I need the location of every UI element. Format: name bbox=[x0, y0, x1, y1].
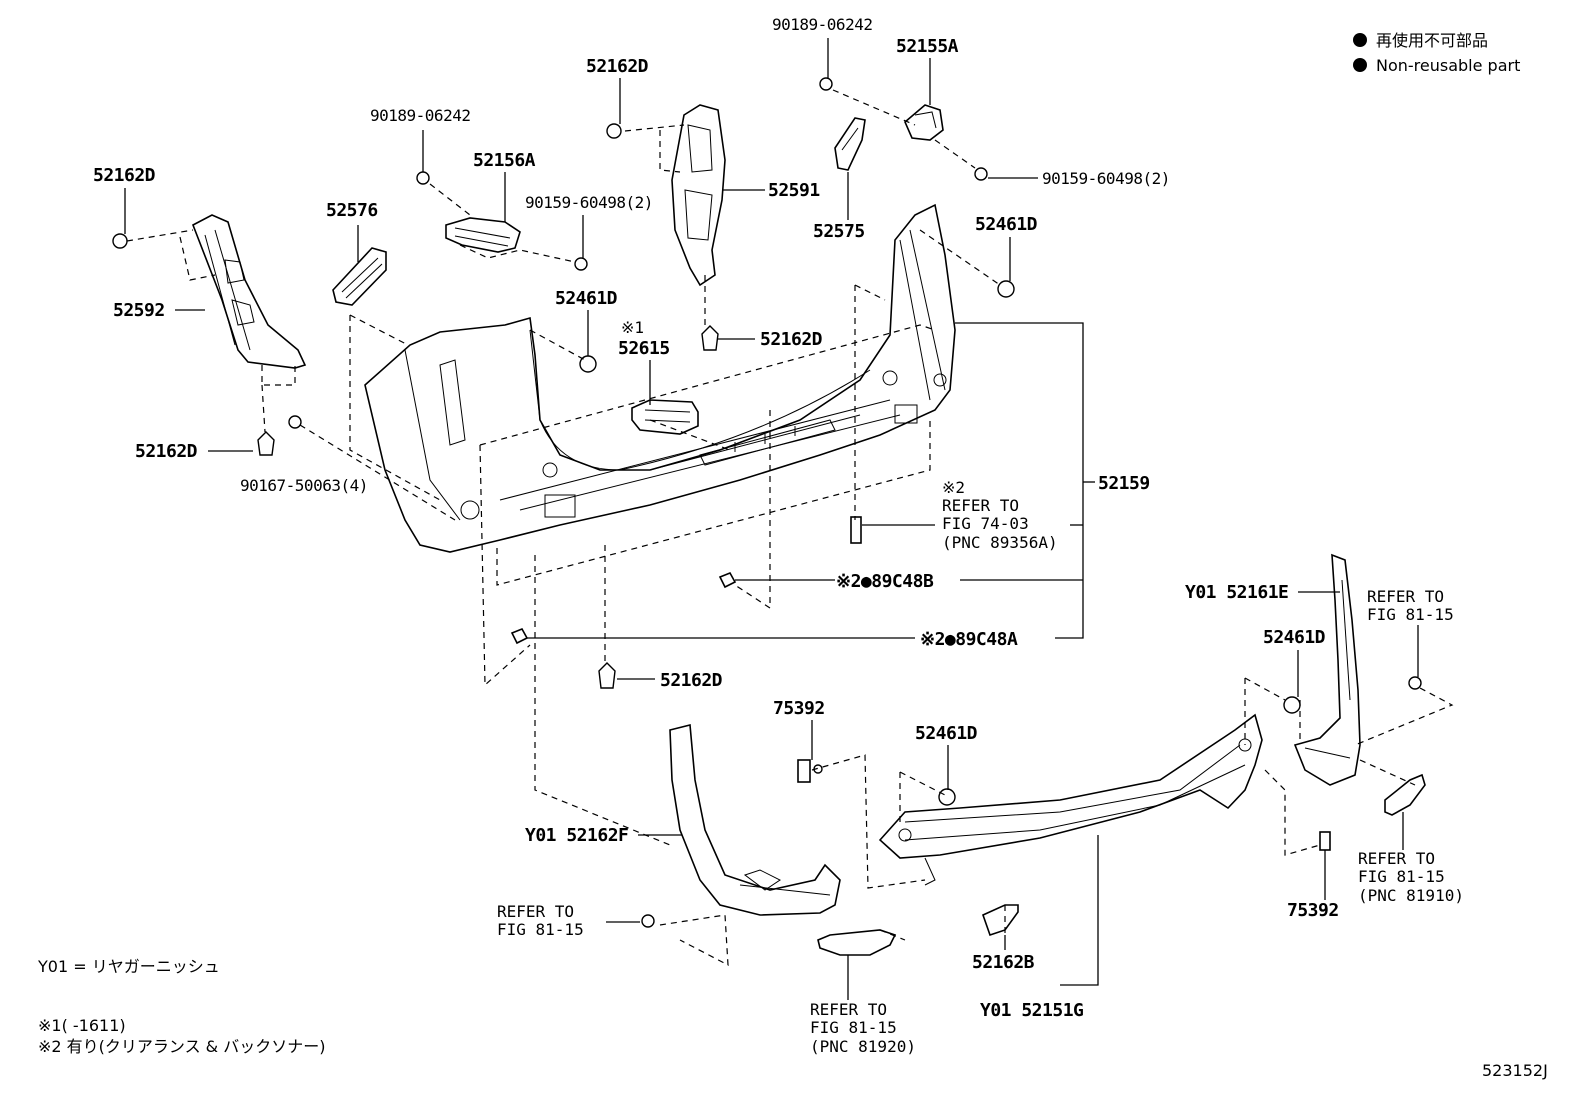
leader-lines bbox=[124, 38, 1419, 1000]
label-52461D-b: 52461D bbox=[555, 288, 618, 309]
ref-8115-b-line3: (PNC 81910) bbox=[1358, 886, 1464, 905]
push-clip-icon bbox=[598, 662, 616, 689]
screw-icon bbox=[288, 415, 302, 429]
ref-8115-c-line1: REFER TO bbox=[497, 902, 574, 921]
footnote-2: ※2 有り(クリアランス & バックソナー) bbox=[38, 1037, 326, 1056]
nut-icon bbox=[416, 171, 430, 185]
label-89C48B: ※2●89C48B bbox=[836, 571, 934, 592]
side-bracket-52592 bbox=[191, 214, 307, 369]
label-90159-mid: 90159-60498(2) bbox=[525, 193, 653, 212]
label-52461D-d: 52461D bbox=[915, 723, 978, 744]
legend-dot-icon bbox=[1353, 33, 1367, 47]
ref-8115-c-line2: FIG 81-15 bbox=[497, 920, 584, 939]
bracket-52615 bbox=[631, 399, 699, 435]
ref-8115-b-line1: REFER TO bbox=[1358, 849, 1435, 868]
legend-en: Non-reusable part bbox=[1376, 56, 1520, 75]
label-90189-top: 90189-06242 bbox=[772, 15, 872, 34]
ref-7403-line1: REFER TO bbox=[942, 496, 1019, 515]
ref-8115-a-line1: REFER TO bbox=[1367, 587, 1444, 606]
piece-52162B bbox=[982, 904, 1019, 937]
label-52461D-a: 52461D bbox=[975, 214, 1038, 235]
label-52162D-top: 52162D bbox=[586, 56, 649, 77]
bracket-52576 bbox=[332, 247, 387, 306]
nut-icon bbox=[819, 77, 833, 91]
nut-icon bbox=[938, 788, 956, 806]
bracket-52155A bbox=[904, 104, 944, 141]
clip-icon bbox=[112, 233, 128, 249]
part-labels: 90189-06242 52155A 52162D 90189-06242 52… bbox=[93, 15, 1339, 1021]
bracket-52575 bbox=[834, 117, 866, 171]
clip-89C48A bbox=[510, 627, 529, 645]
label-52151G: Y01 52151G bbox=[980, 1000, 1083, 1021]
label-52461D-c: 52461D bbox=[1263, 627, 1326, 648]
screw-icon bbox=[574, 257, 588, 271]
label-75392-b: 75392 bbox=[1287, 900, 1339, 921]
ref-7403-mark: ※2 bbox=[942, 478, 965, 497]
label-52162D-d: 52162D bbox=[135, 441, 198, 462]
screw-icon bbox=[974, 167, 988, 181]
label-90167: 90167-50063(4) bbox=[240, 476, 368, 495]
sensor-89356A bbox=[850, 516, 862, 544]
label-52592: 52592 bbox=[113, 300, 165, 321]
label-52162D-c: 52162D bbox=[760, 329, 823, 350]
legend-jp: 再使用不可部品 bbox=[1376, 31, 1488, 50]
clip-icon bbox=[606, 123, 622, 139]
label-75392-a: 75392 bbox=[773, 698, 825, 719]
ref-8115-b-line2: FIG 81-15 bbox=[1358, 867, 1445, 886]
ref-7403-line2: FIG 74-03 bbox=[942, 514, 1029, 533]
footnote-y01: Y01 = リヤガーニッシュ bbox=[37, 957, 220, 976]
ref-8115-d-line2: FIG 81-15 bbox=[810, 1018, 897, 1037]
label-52615: 52615 bbox=[618, 338, 670, 359]
garnish-52162F bbox=[669, 723, 841, 916]
garnish-52151G bbox=[878, 713, 1263, 886]
screw-icon bbox=[1408, 676, 1422, 690]
push-clip-icon bbox=[701, 325, 719, 351]
reflector-81920 bbox=[817, 929, 897, 956]
bracket-52156A bbox=[445, 217, 521, 253]
label-52162F: Y01 52162F bbox=[525, 825, 628, 846]
refer-to-notes: ※2 REFER TO FIG 74-03 (PNC 89356A) REFER… bbox=[497, 478, 1464, 1056]
label-52159: 52159 bbox=[1098, 473, 1150, 494]
label-52591: 52591 bbox=[768, 180, 820, 201]
ref-8115-d-line1: REFER TO bbox=[810, 1000, 887, 1019]
label-52155A: 52155A bbox=[896, 36, 959, 57]
bracket-75392-a bbox=[797, 759, 811, 783]
ref-7403-line3: (PNC 89356A) bbox=[942, 533, 1058, 552]
bracket-75392-b bbox=[1319, 831, 1331, 851]
label-52162D-e: 52162D bbox=[660, 670, 723, 691]
legend: 再使用不可部品 Non-reusable part bbox=[1353, 31, 1520, 75]
label-89C48A: ※2●89C48A bbox=[920, 629, 1018, 650]
footnote-1: ※1( -1611) bbox=[38, 1016, 126, 1035]
bracket-52591 bbox=[671, 104, 726, 287]
ref-8115-d-line3: (PNC 81920) bbox=[810, 1037, 916, 1056]
bumper-cover-52159 bbox=[364, 203, 956, 553]
label-52162B: 52162B bbox=[972, 952, 1035, 973]
label-52575: 52575 bbox=[813, 221, 865, 242]
nut-icon bbox=[997, 280, 1015, 298]
footnotes: Y01 = リヤガーニッシュ ※1( -1611) ※2 有り(クリアランス &… bbox=[37, 957, 1548, 1080]
figure-id: 523152J bbox=[1482, 1061, 1548, 1080]
assembly-lines bbox=[126, 89, 1454, 967]
label-52161E: Y01 52161E bbox=[1185, 582, 1288, 603]
legend-dot-icon bbox=[1353, 58, 1367, 72]
label-52576: 52576 bbox=[326, 200, 378, 221]
label-52162D-left: 52162D bbox=[93, 165, 156, 186]
push-clip-icon bbox=[257, 431, 275, 456]
clip-89C48B bbox=[718, 571, 737, 589]
ref-8115-a-line2: FIG 81-15 bbox=[1367, 605, 1454, 624]
label-52156A: 52156A bbox=[473, 150, 536, 171]
label-90159-right: 90159-60498(2) bbox=[1042, 169, 1170, 188]
label-90189-left: 90189-06242 bbox=[370, 106, 470, 125]
nut-icon bbox=[1283, 696, 1301, 714]
fasteners bbox=[112, 77, 1422, 928]
label-52615-mark: ※1 bbox=[621, 318, 644, 337]
screw-icon bbox=[641, 914, 655, 928]
garnish-52161E bbox=[1293, 553, 1361, 786]
